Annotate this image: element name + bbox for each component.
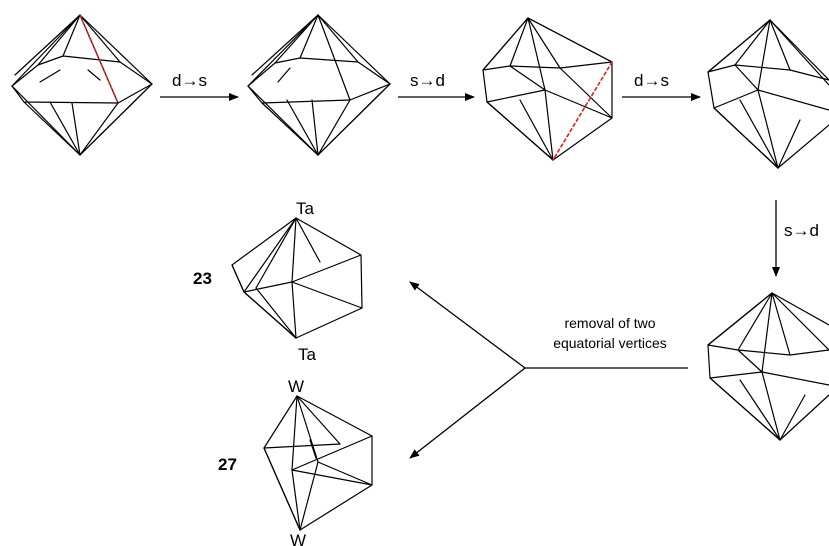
compound-27: 27 W W [218,377,373,546]
removal-arrows: removal of two equatorial vertices [409,281,688,459]
removal-note-line2: equatorial vertices [553,335,667,351]
polyhedron-1 [11,14,153,156]
compound-23: 23 Ta Ta [193,199,363,364]
compound-23-top-atom: Ta [296,199,315,218]
removal-note-line1: removal of two [564,315,655,331]
step-label-2: s→d [410,71,445,90]
polyhedron-4 [707,19,829,169]
polyhedron-3 [482,17,613,161]
step-arrow-2: s→d [398,71,475,101]
dashed-edge-1 [79,14,119,104]
step-label-3: d→s [634,71,669,90]
dashed-edge-3 [552,61,613,161]
step-arrow-3: d→s [622,71,701,101]
polyhedron-5 [707,292,829,441]
polyhedron-2 [247,14,391,156]
step-label-1: d→s [172,71,207,90]
step-label-4: s→d [784,221,819,240]
compound-23-label: 23 [193,269,212,288]
compound-23-bottom-atom: Ta [298,345,317,364]
compound-27-bottom-atom: W [290,531,306,546]
step-arrow-1: d→s [160,71,239,101]
step-arrow-4: s→d [772,200,819,277]
compound-27-top-atom: W [288,377,304,396]
compound-27-label: 27 [218,455,237,474]
